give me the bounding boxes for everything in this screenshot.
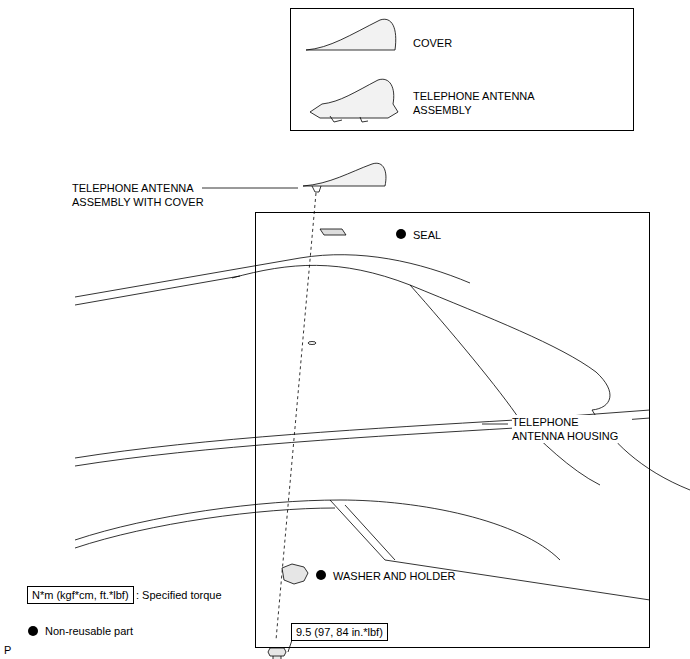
- frame: [290, 8, 634, 131]
- part-name: SEAL: [413, 228, 441, 242]
- part-name: TELEPHONE ANTENNA ASSEMBLY WITH COVER: [72, 181, 252, 209]
- torque-value: 9.5 (97, 84 in.*lbf): [296, 625, 383, 639]
- part-name: WASHER AND HOLDER: [333, 569, 455, 583]
- side-rail: [75, 410, 650, 458]
- leader-line: [288, 640, 292, 652]
- torque-box: 9.5 (97, 84 in.*lbf): [291, 623, 388, 641]
- window-line: [75, 500, 560, 560]
- non-reusable-dot: [396, 229, 406, 239]
- cover-picture: [306, 19, 396, 50]
- assembly-line: [276, 193, 316, 640]
- leader-line: [202, 188, 298, 189]
- pillar-line: [345, 505, 395, 560]
- page-mark: P: [4, 643, 11, 657]
- car-body: [75, 255, 690, 600]
- roof-outline: [232, 265, 610, 410]
- part-name: TELEPHONE ANTENNA HOUSING: [512, 415, 632, 443]
- roof-rail: [75, 258, 300, 297]
- antenna-with-cover-picture: [303, 163, 386, 186]
- mounting-hole: [308, 342, 316, 345]
- bolt-picture: [268, 648, 286, 659]
- part-name: TELEPHONE ANTENNA ASSEMBLY: [413, 89, 563, 117]
- legend-dot: [28, 626, 38, 636]
- window-line: [75, 508, 335, 548]
- legend-text: : Specified torque: [136, 588, 222, 602]
- torque-legend-box: N*m (kgf*cm, ft.*lbf): [27, 586, 134, 604]
- washer-holder-picture: [282, 564, 308, 584]
- roof-line: [410, 285, 520, 420]
- pillar-line: [330, 500, 650, 600]
- part-name: COVER: [413, 36, 452, 50]
- antenna-assembly-picture: [310, 79, 398, 118]
- roof-rail: [75, 276, 240, 305]
- non-reusable-dot: [316, 570, 326, 580]
- roof-line: [300, 255, 470, 283]
- parts-box: COVER TELEPHONE ANTENNA ASSEMBLY: [290, 8, 634, 131]
- leader-line: [482, 424, 508, 425]
- seal-picture: [320, 229, 346, 235]
- torque-value: N*m (kgf*cm, ft.*lbf): [32, 588, 129, 602]
- legend-text: Non-reusable part: [45, 624, 133, 638]
- antenna-stud: [312, 186, 321, 192]
- antenna-clips: [330, 116, 368, 122]
